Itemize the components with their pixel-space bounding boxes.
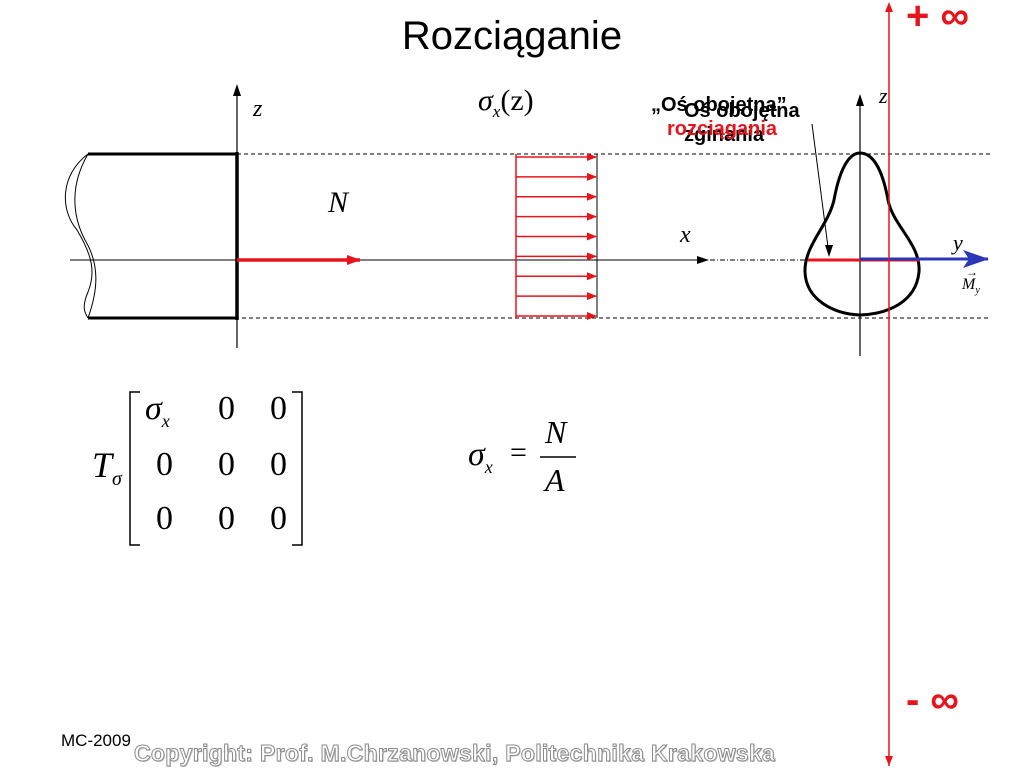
neutral-axis-tension-label: „Oś obojętna” rozciągania — [651, 93, 787, 141]
moment-symbol: M — [962, 276, 976, 293]
neutral-axis-tension-line2: rozciągania — [667, 118, 778, 140]
minus-infinity-label: - ∞ — [906, 678, 959, 722]
tensor-cell-1-1: 0 — [218, 446, 235, 483]
tensor-name: Tσ — [92, 444, 122, 491]
z-axis-left-label: z — [253, 96, 263, 122]
moment-label: →My — [962, 265, 980, 297]
z-axis-left-arrowhead — [233, 84, 241, 96]
x-axis-label: x — [680, 222, 691, 248]
sigma-subscript: x — [492, 102, 501, 121]
formula-equals: = — [510, 436, 527, 469]
tensor-cell-0-2: 0 — [270, 390, 287, 427]
formula-numerator: N — [545, 414, 567, 450]
tensor-cell-1-2: 0 — [270, 446, 287, 483]
tensor-subscript: σ — [112, 468, 122, 491]
neutral-axis-leader — [811, 123, 830, 256]
neutral-axis-tension-line1: „Oś obojętna” — [651, 94, 787, 116]
infinity-line-bottom-arrowhead — [885, 756, 893, 766]
neutral-axis-bending-line2: zginania — [684, 124, 765, 146]
footer-label: MC-2009 — [61, 731, 131, 750]
tensor-cell-2-2: 0 — [270, 500, 287, 537]
slide-title: Rozciąganie — [401, 14, 623, 58]
vector-arrow-icon: → — [966, 265, 978, 279]
neutral-axis-bending-line1: Oś obojętna — [684, 100, 800, 122]
tensor-cell-2-0: 0 — [156, 500, 173, 537]
tensor-cell-1-0: 0 — [156, 446, 173, 483]
z-axis-right-arrowhead — [856, 94, 864, 106]
z-axis-right-label: z — [879, 83, 888, 108]
formula-sigma-subscript: x — [484, 456, 493, 477]
formula-lhs: σx — [468, 436, 493, 478]
infinity-line-top-arrowhead — [885, 2, 893, 12]
tensor-brackets — [129, 391, 303, 546]
tensor-cell-sigma: σx — [145, 390, 170, 432]
tensor-sigma-symbol: σ — [145, 390, 162, 427]
copyright-notice: Copyright: Prof. M.Chrzanowski, Politech… — [133, 740, 776, 767]
x-axis-arrowhead — [697, 256, 709, 264]
cross-section-outline — [803, 151, 921, 317]
stress-distribution — [515, 153, 598, 320]
cross-section — [803, 94, 989, 356]
plus-infinity-label: + ∞ — [906, 0, 969, 38]
sigma-argument: (z) — [500, 84, 534, 117]
y-axis-label: y — [953, 230, 963, 255]
stress-function-label: σx(z) — [478, 84, 534, 122]
leader-arrowhead — [825, 245, 833, 257]
tensor-symbol: T — [92, 445, 113, 485]
tensor-cell-2-1: 0 — [218, 500, 235, 537]
tensor-sigma-subscript: x — [161, 410, 170, 431]
formula-denominator: A — [545, 462, 565, 498]
tensor-cell-0-1: 0 — [218, 390, 235, 427]
beam-fragment — [64, 152, 239, 320]
sigma-symbol: σ — [478, 84, 493, 117]
formula-sigma-symbol: σ — [468, 436, 485, 473]
neutral-axis-bending-label: Oś obojętna zginania — [684, 99, 800, 147]
moment-subscript: y — [975, 285, 980, 297]
normal-force-label: N — [328, 186, 349, 219]
